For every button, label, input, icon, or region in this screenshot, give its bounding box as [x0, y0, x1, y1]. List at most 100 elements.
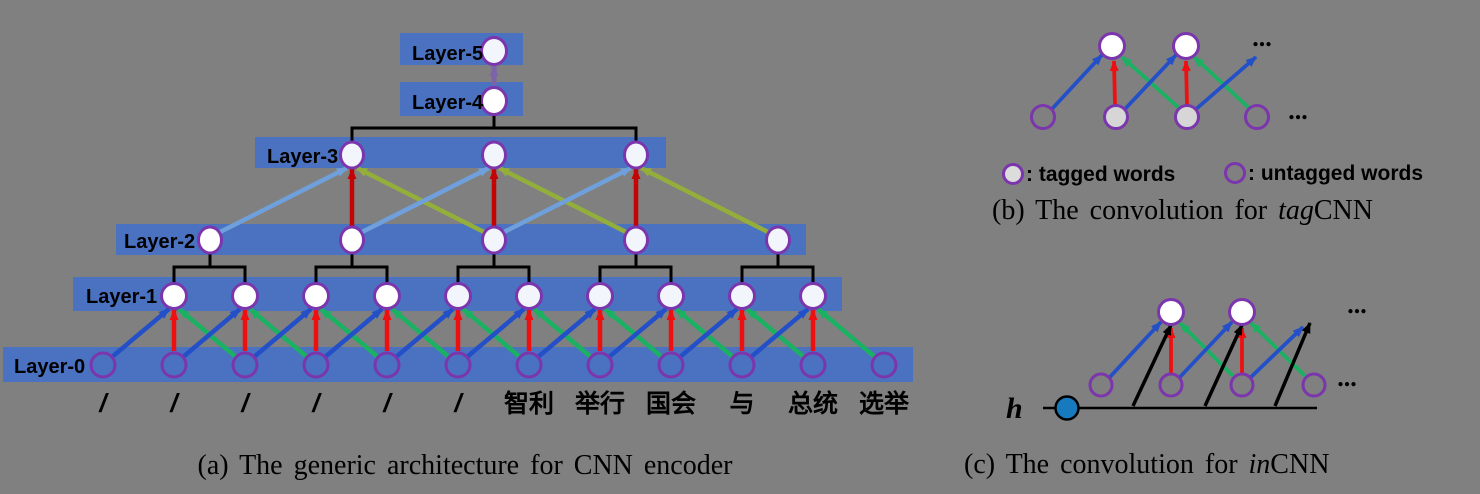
arrow-lblue [218, 165, 349, 235]
arrow-green [177, 307, 238, 359]
ellipsis: ... [1252, 23, 1272, 52]
caption-part: (b) The convolution for [992, 195, 1278, 226]
layer0-node [515, 351, 543, 379]
incnn-history-node [1054, 395, 1080, 421]
arrow-green [674, 307, 735, 359]
layer5-node [480, 36, 508, 66]
layer2-node [481, 225, 507, 255]
legend-untagged-circle [1224, 162, 1246, 184]
layer1-node [586, 282, 614, 310]
arrow-blue [394, 307, 455, 359]
incnn-word-node [1088, 372, 1114, 398]
tagcnn-untagged-node [1244, 104, 1270, 130]
layer2-node [197, 225, 223, 255]
input-token: / [311, 388, 322, 418]
layer1-node [302, 282, 330, 310]
layer-3-label: Layer-3 [267, 146, 338, 168]
arrow-black [1203, 324, 1244, 407]
legend-tagged-label: : tagged words [1026, 163, 1175, 186]
layer2-node [339, 225, 365, 255]
ellipsis: ... [1337, 363, 1357, 392]
layer0-node [657, 351, 685, 379]
arrow-olive [355, 165, 486, 235]
layer-2-label: Layer-2 [124, 231, 195, 253]
arrow-black [1273, 322, 1312, 407]
layer-5-label: Layer-5 [412, 43, 483, 65]
arrow-blue [110, 307, 171, 359]
arrow-green [603, 307, 664, 359]
incnn-top-node [1228, 298, 1256, 326]
layer0-node [728, 351, 756, 379]
pool-bracket-2 [314, 253, 389, 283]
arrow-blue [1177, 320, 1234, 380]
layer-3-band [255, 137, 666, 168]
arrow-blue [678, 307, 739, 359]
input-token: / [240, 388, 251, 418]
incnn-top-node [1157, 298, 1185, 326]
tagcnn-untagged-node [1030, 104, 1056, 130]
layer0-node [89, 351, 117, 379]
convolution-arrows [110, 53, 1312, 407]
layer0-node [870, 351, 898, 379]
layer0-node [231, 351, 259, 379]
caption-b: (b) The convolution for tagCNN [992, 195, 1373, 226]
input-token: / [382, 388, 393, 418]
legend-tagged-circle [1002, 163, 1024, 185]
arrow-green [390, 307, 451, 359]
ellipsis: ... [1347, 290, 1367, 319]
nodes [89, 32, 1327, 421]
arrow-blue [1122, 53, 1178, 112]
layer2-node [765, 225, 791, 255]
layer2-node [623, 225, 649, 255]
arrow-green [532, 307, 593, 359]
caption-a: (a) The generic architecture for CNN enc… [198, 450, 734, 481]
layer1-node [728, 282, 756, 310]
layer4-node [480, 86, 508, 116]
layer1-node [515, 282, 543, 310]
arrow-blue [181, 307, 242, 359]
layer1-node [160, 282, 188, 310]
layer1-node [799, 282, 827, 310]
caption-c: (c) The convolution for inCNN [964, 449, 1329, 480]
layer1-node [231, 282, 259, 310]
layer-2-band [116, 224, 806, 255]
arrow-blue [1107, 320, 1163, 380]
input-token: 智利 [504, 389, 554, 418]
layer3-node [623, 140, 649, 170]
caption-part: tag [1278, 195, 1314, 226]
layer0-node [373, 351, 401, 379]
incnn-word-node [1301, 372, 1327, 398]
caption-part: CNN [1270, 449, 1329, 480]
caption-part: in [1249, 449, 1271, 480]
arrow-green [319, 307, 380, 359]
caption-part: (a) The generic architecture for CNN enc… [198, 450, 734, 481]
arrow-green [461, 307, 522, 359]
arrow-blue [1049, 53, 1104, 112]
arrow-blue [749, 307, 810, 359]
pool-bracket-top [350, 115, 638, 141]
arrow-blue [607, 307, 668, 359]
arrow-blue [465, 307, 526, 359]
arrow-red [1109, 60, 1119, 106]
pool-bracket-5 [740, 253, 815, 283]
legend-untagged-label: : untagged words [1248, 162, 1423, 185]
incnn-word-node [1158, 372, 1184, 398]
arrow-red [1181, 60, 1191, 106]
caption-part: (c) The convolution for [964, 449, 1249, 480]
layer1-node [373, 282, 401, 310]
arrow-lblue [502, 165, 633, 235]
arrow-green [745, 307, 806, 359]
input-token: 国会 [646, 390, 696, 418]
arrow-blue [1193, 55, 1258, 112]
arrow-olive [639, 165, 770, 235]
input-token: / [169, 388, 180, 418]
arrow-olive [497, 165, 628, 235]
layer0-node [799, 351, 827, 379]
tagcnn-top-node [1172, 32, 1200, 60]
incnn-word-node [1229, 372, 1255, 398]
tagcnn-top-node [1098, 32, 1126, 60]
layer0-node [586, 351, 614, 379]
arrow-blue [323, 307, 384, 359]
